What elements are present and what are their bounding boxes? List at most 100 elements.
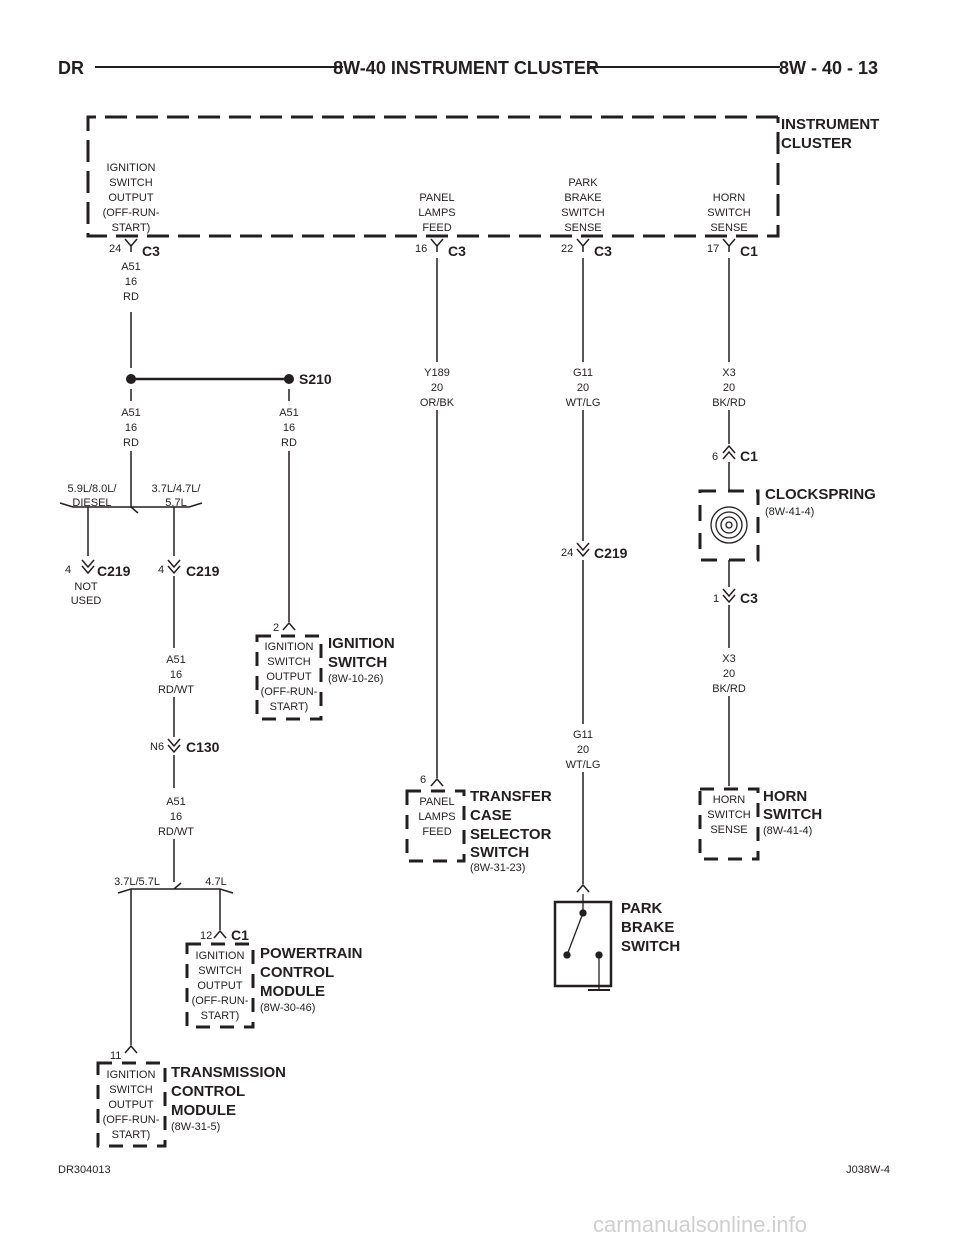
cluster-outline (86, 115, 780, 238)
horn-switch: HORN SWITCH SENSE HORN SWITCH (8W-41-4) (698, 787, 822, 861)
splice-s210: S210 (126, 371, 332, 387)
option-left-l1: 5.9L/8.0L/ (68, 483, 118, 495)
splice-label: S210 (299, 371, 332, 387)
wires (87, 258, 730, 1045)
pcm-title-3: MODULE (260, 983, 325, 1000)
ignition-switch-ref: (8W-10-26) (328, 673, 383, 685)
connector-pin: 22 (561, 243, 573, 255)
header-title: 8W-40 INSTRUMENT CLUSTER (333, 58, 599, 78)
connector-icon (576, 883, 590, 893)
tcs-title-2: CASE (470, 807, 512, 824)
tcs-pin-number: 6 (420, 774, 426, 786)
option-right-l1: 3.7L/4.7L/ (152, 483, 202, 495)
transmission-control-module: 11 IGNITION SWITCH OUTPUT (OFF-RUN- STAR… (96, 1044, 286, 1148)
option-split-trans: 3.7L/5.7L 4.7L (114, 876, 234, 897)
pin-label-l1: IGNITION (196, 950, 245, 962)
tcm-title-1: TRANSMISSION (171, 1064, 286, 1081)
connector-pin: 24 (561, 547, 573, 559)
tcs-title-3: SELECTOR (470, 826, 552, 843)
connector-pin: 16 (415, 243, 427, 255)
pcm-pin-label: IGNITION SWITCH OUTPUT (OFF-RUN- START) (192, 950, 249, 1022)
connector-icon (124, 238, 138, 252)
wire-label: OR/BK (420, 397, 455, 409)
cluster-connector-c3-22: 22 C3 (561, 238, 612, 259)
pcm-connector-name: C1 (231, 927, 249, 943)
option-left-l2: DIESEL (72, 497, 111, 509)
horn-switch-title-1: HORN (763, 788, 807, 805)
connector-pin: 1 (713, 593, 719, 605)
tcs-pin-label: PANEL LAMPS FEED (418, 796, 455, 838)
connector-name: C3 (142, 243, 160, 259)
connector-c219-24: 24 C219 (561, 542, 628, 561)
footer: DR304013 J038W-4 (58, 1164, 890, 1176)
connector-icon (124, 1044, 138, 1054)
connector-name: C3 (594, 243, 612, 259)
connector-icon (722, 444, 736, 460)
park-brake-title-1: PARK (621, 900, 663, 917)
horn-switch-title-2: SWITCH (763, 806, 822, 823)
connector-note-2: USED (71, 595, 102, 607)
cluster-pin-panel-l1: PANEL (419, 192, 454, 204)
wire-label: BK/RD (712, 397, 746, 409)
splice-dot-left (126, 374, 136, 384)
wire-label: A51 (166, 654, 186, 666)
wire-label: RD (123, 437, 139, 449)
splice-dot-right (284, 374, 294, 384)
cluster-pin-park-l1: PARK (568, 177, 598, 189)
wire-label: 16 (170, 669, 182, 681)
powertrain-control-module: 12 C1 IGNITION SWITCH OUTPUT (OFF-RUN- S… (185, 927, 363, 1029)
wire-label: 20 (577, 382, 589, 394)
wire-label: G11 (573, 729, 593, 741)
tcm-pin-label: IGNITION SWITCH OUTPUT (OFF-RUN- START) (103, 1069, 160, 1141)
pin-label-l2: LAMPS (418, 811, 455, 823)
wire-label: X3 (722, 367, 735, 379)
wire-label: 20 (431, 382, 443, 394)
pcm-ref: (8W-30-46) (260, 1002, 315, 1014)
cluster-pin-panel-l3: FEED (422, 222, 451, 234)
pin-label-l2: SWITCH (707, 809, 750, 821)
clockspring-icon (710, 506, 748, 544)
wire-label: RD (281, 437, 297, 449)
switch-icon (563, 894, 610, 991)
option2-left: 3.7L/5.7L (114, 876, 160, 888)
wire-label: 20 (577, 744, 589, 756)
transfer-case-selector-switch: 6 PANEL LAMPS FEED TRANSFER CASE SELECTO… (405, 774, 552, 874)
pin-label-l2: SWITCH (198, 965, 241, 977)
tcs-ref: (8W-31-23) (470, 862, 525, 874)
ignition-pin-number: 2 (273, 622, 279, 634)
horn-switch-ref: (8W-41-4) (763, 825, 812, 837)
cluster-pin-park-l2: BRAKE (564, 192, 601, 204)
wire-label: A51 (121, 407, 141, 419)
pin-label-l5: START) (201, 1010, 240, 1022)
pcm-pin-number: 12 (200, 930, 212, 942)
connector-name: C130 (186, 739, 220, 755)
wire-label: RD/WT (158, 684, 194, 696)
header: DR 8W-40 INSTRUMENT CLUSTER 8W - 40 - 13 (58, 58, 878, 78)
pcm-outline (185, 942, 255, 1029)
cluster-pin-panel-l2: LAMPS (418, 207, 455, 219)
connector-icon (282, 621, 296, 631)
connector-name: C219 (186, 563, 220, 579)
pin-label-l1: IGNITION (107, 1069, 156, 1081)
connector-name: C1 (740, 243, 758, 259)
connector-c130: N6 C130 (150, 738, 220, 755)
wire-label: 16 (170, 811, 182, 823)
tcm-title-2: CONTROL (171, 1083, 245, 1100)
cluster-pin-ignition-label: IGNITION SWITCH OUTPUT (OFF-RUN- START) (103, 162, 160, 234)
cluster-pin-park-label: PARK BRAKE SWITCH SENSE (561, 177, 604, 234)
connector-pin: 24 (109, 243, 121, 255)
connector-name: C1 (740, 448, 758, 464)
connector-c3-1: 1 C3 (713, 588, 758, 606)
cluster-pin-ign-l2: SWITCH (109, 177, 152, 189)
footer-right: J038W-4 (846, 1164, 890, 1176)
pin-label-l1: IGNITION (265, 641, 314, 653)
cluster-pin-park-l4: SENSE (564, 222, 601, 234)
tcs-title-1: TRANSFER (470, 788, 552, 805)
cluster-connector-c3-16: 16 C3 (415, 238, 466, 259)
cluster-pin-horn-l1: HORN (713, 192, 745, 204)
connector-pin: 17 (707, 243, 719, 255)
header-left: DR (58, 58, 84, 78)
pin-label-l3: OUTPUT (108, 1099, 154, 1111)
cluster-pin-ign-l5: START) (112, 222, 151, 234)
connector-pin: 6 (712, 451, 718, 463)
